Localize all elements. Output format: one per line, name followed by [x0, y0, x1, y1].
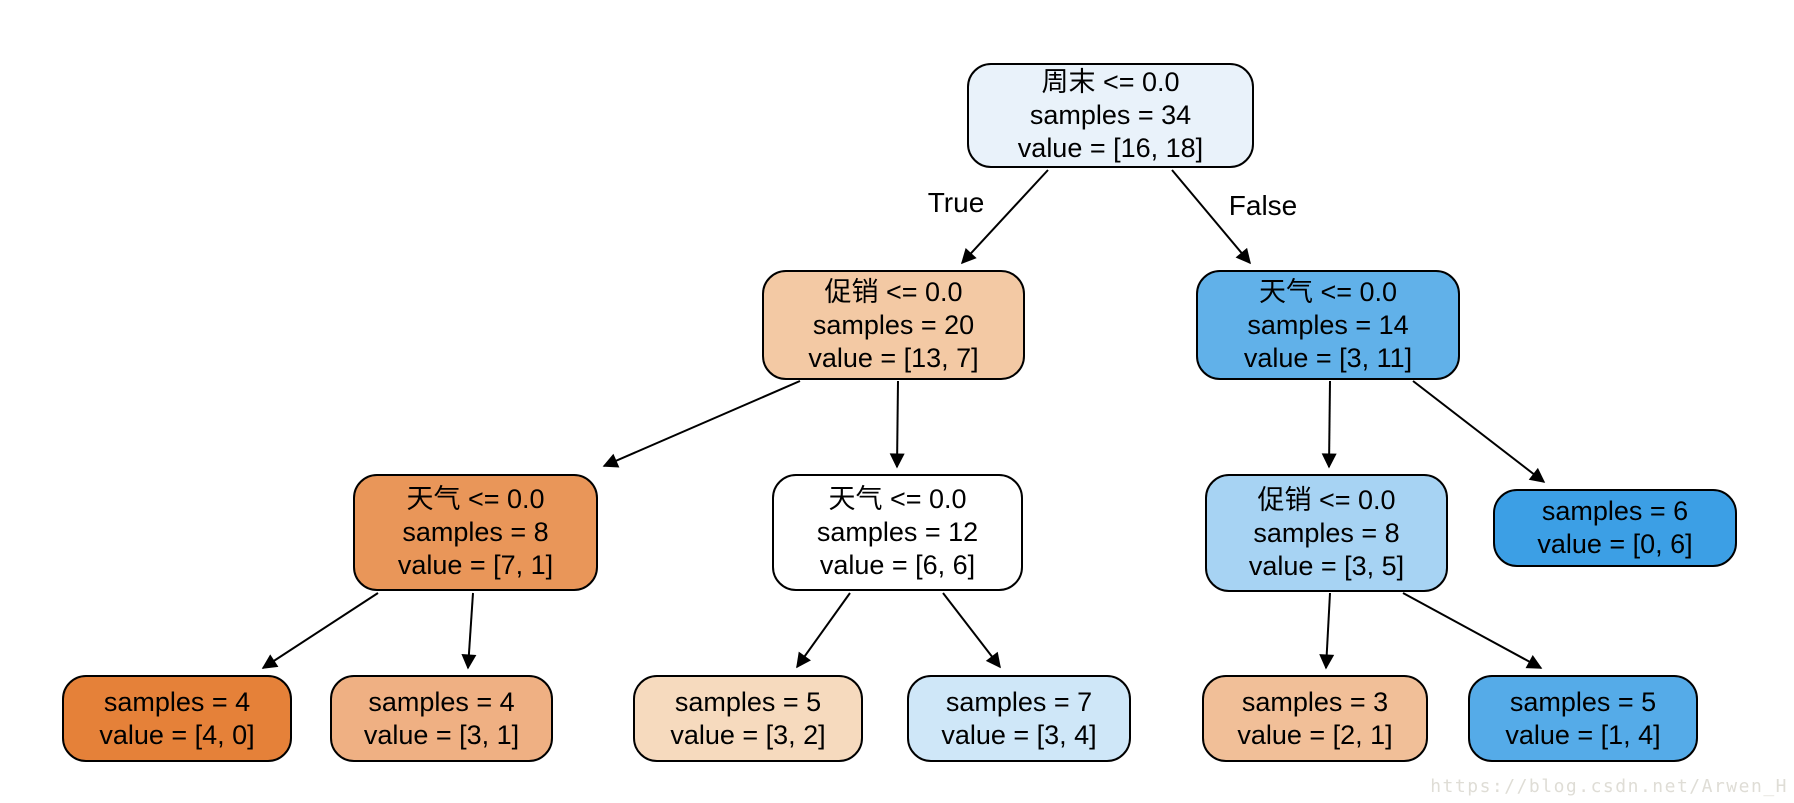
node-text-line: value = [3, 1] — [363, 719, 520, 750]
edge-label-true: True — [927, 187, 985, 218]
node-text-line: value = [3, 2] — [670, 719, 826, 750]
node-text-line: value = [1, 4] — [1505, 719, 1661, 750]
node-text-line: value = [16, 18] — [1017, 133, 1204, 163]
node-text-line: 周末 <= 0.0 — [1041, 67, 1180, 97]
node-text-line: samples = 5 — [674, 686, 822, 717]
node-text-line: samples = 7 — [945, 686, 1093, 717]
tree-edge-root-n2-left — [960, 169, 1049, 265]
tree-edge-root-n2-right — [1171, 169, 1251, 265]
node-text-line: samples = 8 — [1253, 517, 1400, 548]
tree-edge-n3-a-leaf-40 — [261, 592, 379, 669]
node-text-line: samples = 8 — [402, 517, 549, 547]
node-text-line: value = [13, 7] — [808, 342, 979, 373]
node-text-line: value = [4, 0] — [99, 719, 255, 750]
node-text-line: 天气 <= 0.0 — [406, 484, 545, 514]
node-text-line: samples = 20 — [812, 309, 975, 340]
node-text-line: value = [3, 11] — [1243, 342, 1413, 373]
node-text-line: value = [2, 1] — [1237, 719, 1393, 750]
node-text-line: 促销 <= 0.0 — [1257, 484, 1396, 515]
node-text-line: samples = 12 — [816, 517, 979, 547]
edge-label-false: False — [1228, 190, 1298, 221]
node-text-line: samples = 34 — [1029, 100, 1192, 130]
node-text-line: 促销 <= 0.0 — [824, 276, 963, 307]
node-text-line: samples = 14 — [1247, 309, 1409, 340]
node-text-line: samples = 4 — [368, 686, 515, 717]
tree-edge-n2-right-leaf-06 — [1412, 380, 1546, 483]
node-text-line: value = [3, 4] — [941, 719, 1097, 750]
node-text-line: samples = 4 — [103, 686, 251, 717]
node-text-line: value = [7, 1] — [397, 550, 554, 580]
tree-edge-n3-c-leaf-14 — [1402, 592, 1543, 669]
node-text-line: value = [0, 6] — [1537, 529, 1693, 559]
node-text-line: 天气 <= 0.0 — [1258, 276, 1398, 307]
tree-edge-n3-b-leaf-34 — [942, 592, 1001, 669]
node-text-line: value = [6, 6] — [819, 550, 976, 580]
node-text-line: 天气 <= 0.0 — [828, 484, 967, 514]
tree-edge-n2-right-n3-c — [1321, 380, 1337, 469]
node-text-line: samples = 6 — [1541, 496, 1689, 526]
node-text-line: samples = 5 — [1509, 686, 1657, 717]
watermark-text: https://blog.csdn.net/Arwen_H — [1430, 776, 1788, 797]
node-text-line: samples = 3 — [1241, 686, 1389, 717]
tree-edge-n3-b-leaf-32 — [796, 592, 851, 669]
tree-edge-n2-left-n3-b — [889, 380, 905, 469]
tree-edge-n2-left-n3-a — [602, 380, 801, 468]
node-text-line: value = [3, 5] — [1248, 550, 1405, 581]
tree-edge-n3-a-leaf-31 — [461, 592, 477, 670]
tree-edge-n3-c-leaf-21 — [1319, 592, 1335, 670]
